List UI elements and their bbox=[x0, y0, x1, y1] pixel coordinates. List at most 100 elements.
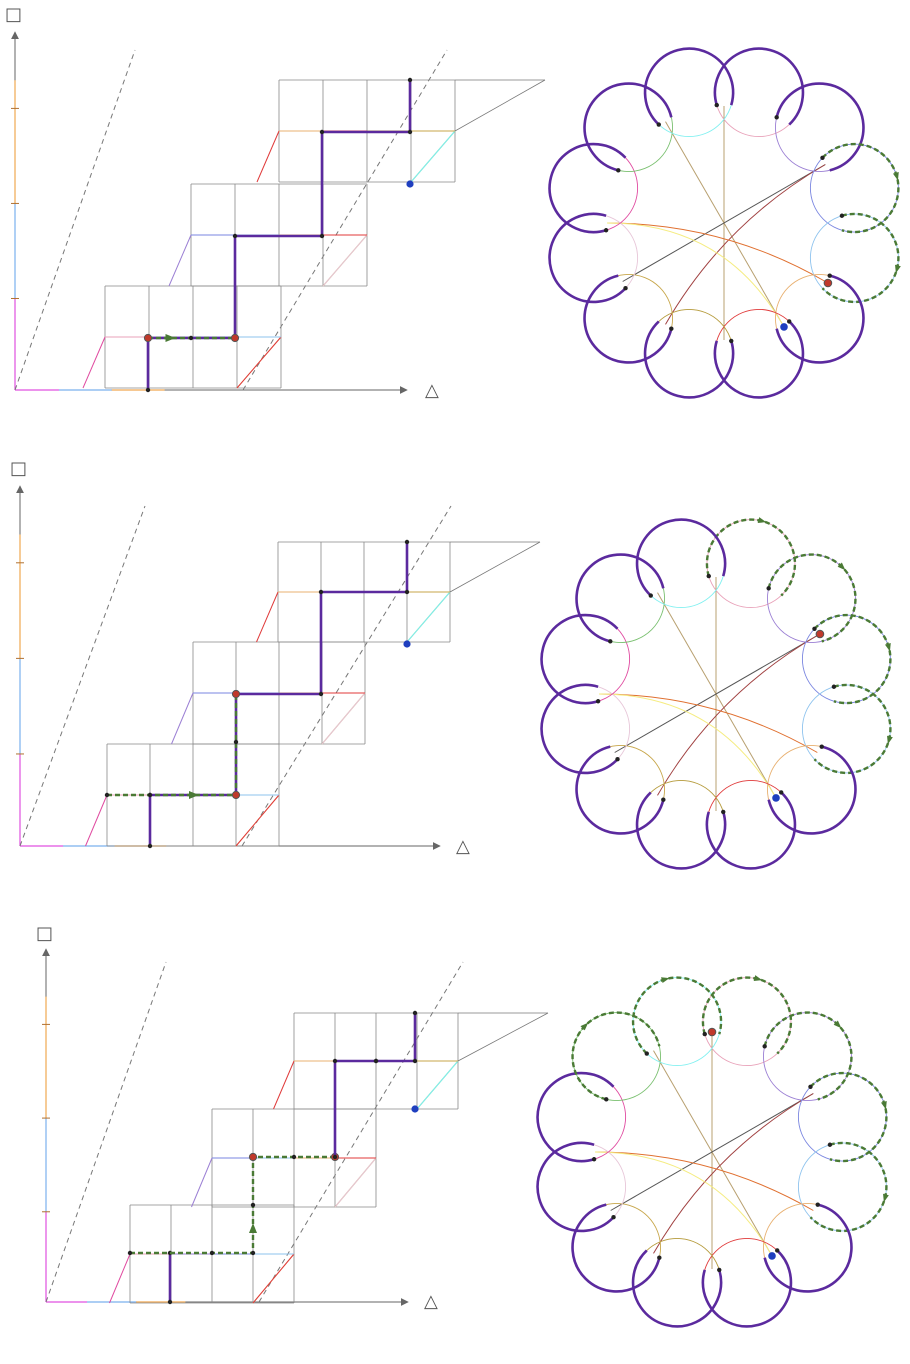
dashed-border-right bbox=[241, 505, 452, 847]
chord-edge bbox=[622, 164, 826, 282]
petal-loop-dashed bbox=[809, 1071, 888, 1163]
petal-vertex bbox=[669, 326, 674, 331]
petal-vertex bbox=[812, 626, 817, 631]
petal-loop bbox=[575, 745, 665, 835]
dashed-vertex bbox=[147, 792, 153, 798]
petal-vertex bbox=[623, 286, 628, 291]
dashed-arrowhead bbox=[189, 791, 199, 799]
flower-diagram-3 bbox=[536, 975, 889, 1328]
red-marker bbox=[248, 1152, 258, 1162]
petal-loop bbox=[713, 47, 805, 126]
dashed-vertex bbox=[250, 1250, 256, 1256]
petal-loop bbox=[583, 274, 673, 364]
petal-loop bbox=[540, 613, 619, 705]
loop-arrowhead bbox=[883, 1193, 889, 1203]
rail bbox=[457, 1012, 549, 1062]
y-axis-label: □ bbox=[10, 458, 27, 479]
diagonal-edge bbox=[171, 692, 194, 745]
dashed-border-left bbox=[45, 961, 167, 1303]
blue-marker bbox=[406, 180, 414, 188]
rail bbox=[454, 79, 546, 132]
petal-loop-dashed bbox=[767, 553, 857, 643]
petal-vertex bbox=[714, 102, 719, 108]
path-vertex bbox=[145, 387, 151, 393]
petal-loop bbox=[631, 1249, 723, 1328]
chord-edge bbox=[606, 222, 826, 282]
petal-vertex bbox=[648, 593, 653, 598]
dashed-border-right bbox=[242, 49, 448, 391]
path-vertex bbox=[412, 1010, 418, 1016]
x-axis-label: △ bbox=[424, 1291, 438, 1312]
loop-arrowhead bbox=[887, 735, 893, 745]
petal-loop bbox=[635, 518, 727, 597]
petal-vertex bbox=[591, 1157, 597, 1162]
petal-loop-dashed bbox=[701, 976, 793, 1055]
dashed-vertex bbox=[233, 739, 239, 745]
chord-edge bbox=[598, 693, 818, 753]
petal-vertex bbox=[827, 1142, 833, 1147]
loop-arrowhead bbox=[833, 1020, 842, 1029]
path-vertex bbox=[332, 1154, 338, 1160]
chord-edge bbox=[657, 635, 818, 796]
row-1: □ △ bbox=[5, 4, 901, 401]
path-vertex bbox=[232, 233, 238, 239]
petal-loop-dashed bbox=[821, 212, 900, 304]
diagonal-edge bbox=[85, 794, 108, 847]
chord-edge bbox=[614, 635, 818, 753]
petal-loop-dashed bbox=[763, 1011, 853, 1101]
dashed-vertex bbox=[250, 1202, 256, 1208]
loop-arrowhead bbox=[837, 562, 846, 571]
loop-arrowhead bbox=[757, 517, 767, 523]
path-vertex bbox=[318, 691, 324, 697]
loop-arrowhead bbox=[884, 643, 891, 652]
path-vertex bbox=[407, 77, 413, 83]
petal-vertex bbox=[644, 1051, 649, 1056]
petal-vertex bbox=[779, 790, 784, 795]
petal-vertex bbox=[766, 586, 771, 591]
petal-loop bbox=[713, 320, 805, 399]
petal-vertex bbox=[831, 684, 837, 689]
petal-vertex bbox=[721, 809, 726, 815]
diagonal-edge bbox=[168, 234, 192, 287]
petal-vertex bbox=[702, 1031, 707, 1037]
diagonal-edge bbox=[252, 1253, 295, 1304]
petal-vertex bbox=[775, 1248, 780, 1253]
petal-loop-dashed bbox=[705, 518, 797, 597]
diagonal-edge bbox=[82, 336, 106, 389]
red-marker bbox=[231, 790, 241, 800]
lattice-diagram-2: □ △ bbox=[10, 458, 541, 857]
red-marker bbox=[707, 1027, 717, 1037]
blue-marker bbox=[780, 323, 788, 331]
petal-loop bbox=[643, 320, 735, 399]
path-vertex bbox=[147, 843, 153, 849]
loop-arrowhead bbox=[880, 1101, 887, 1110]
petal-loop-dashed bbox=[631, 976, 723, 1055]
dashed-vertex bbox=[188, 335, 194, 341]
dashed-border-left bbox=[19, 505, 146, 847]
red-marker bbox=[823, 278, 833, 288]
purple-path bbox=[146, 80, 412, 390]
petal-loop bbox=[635, 791, 727, 870]
petal-loop bbox=[571, 1203, 661, 1293]
petal-vertex bbox=[717, 1267, 722, 1273]
lattice-diagram-3: □ △ bbox=[36, 923, 549, 1312]
path-vertex bbox=[167, 1299, 173, 1305]
flower-diagram-2 bbox=[540, 517, 893, 870]
y-axis-label: □ bbox=[5, 4, 22, 25]
blue-marker bbox=[411, 1105, 419, 1113]
petal-loop-dashed bbox=[821, 142, 900, 234]
path-vertex bbox=[407, 129, 413, 135]
diagonal-edge bbox=[256, 591, 279, 643]
petal-loop-dashed bbox=[813, 683, 892, 775]
dashed-path bbox=[107, 694, 238, 797]
lattice-grid bbox=[16, 485, 541, 850]
red-marker bbox=[815, 629, 825, 639]
diagonal-edge bbox=[410, 130, 456, 183]
petal-loop bbox=[701, 1249, 793, 1328]
petal-vertex bbox=[657, 1255, 662, 1260]
petal-loop bbox=[775, 274, 865, 364]
loop-arrowhead bbox=[895, 264, 901, 274]
flower-diagram-1 bbox=[548, 47, 901, 399]
path-vertex bbox=[319, 129, 325, 135]
row-2: □ △ bbox=[10, 458, 893, 870]
